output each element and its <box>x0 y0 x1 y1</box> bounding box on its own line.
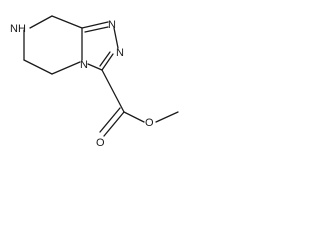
bond-n4-c5 <box>51 61 81 75</box>
molecule-diagram: NH N N N O O <box>0 0 192 164</box>
atom-o-carbonyl-label: O <box>96 137 105 149</box>
atom-o-ester-label: O <box>145 117 154 129</box>
bond-ccarbonyl-ocarbonyl-double <box>99 107 121 133</box>
bond-n1-n2 <box>113 27 119 49</box>
structure-svg: NH N N N O O <box>10 15 179 149</box>
bond-c8a-n1-double <box>84 26 109 33</box>
bond-c8a-n1 <box>81 21 109 29</box>
bond-oester-methyl <box>155 111 179 123</box>
bond-c3-ccarbonyl <box>101 69 125 113</box>
bond-c3-n4 <box>87 63 103 71</box>
bond-nh-c8 <box>29 15 53 29</box>
atom-nh-label: NH <box>10 23 26 35</box>
bond-ccarbonyl-oester <box>123 111 145 123</box>
bond-ccarbonyl-ocarbonyl <box>103 111 125 137</box>
bond-n2-c3 <box>101 53 114 71</box>
atom-n-right-label: N <box>116 47 124 59</box>
atom-n-bridge-label: N <box>80 59 88 71</box>
bond-c8-c8a <box>51 15 83 29</box>
bond-c5-c6 <box>23 59 53 75</box>
atom-n-top-label: N <box>108 19 116 31</box>
bond-n2-c3-double <box>99 51 111 67</box>
